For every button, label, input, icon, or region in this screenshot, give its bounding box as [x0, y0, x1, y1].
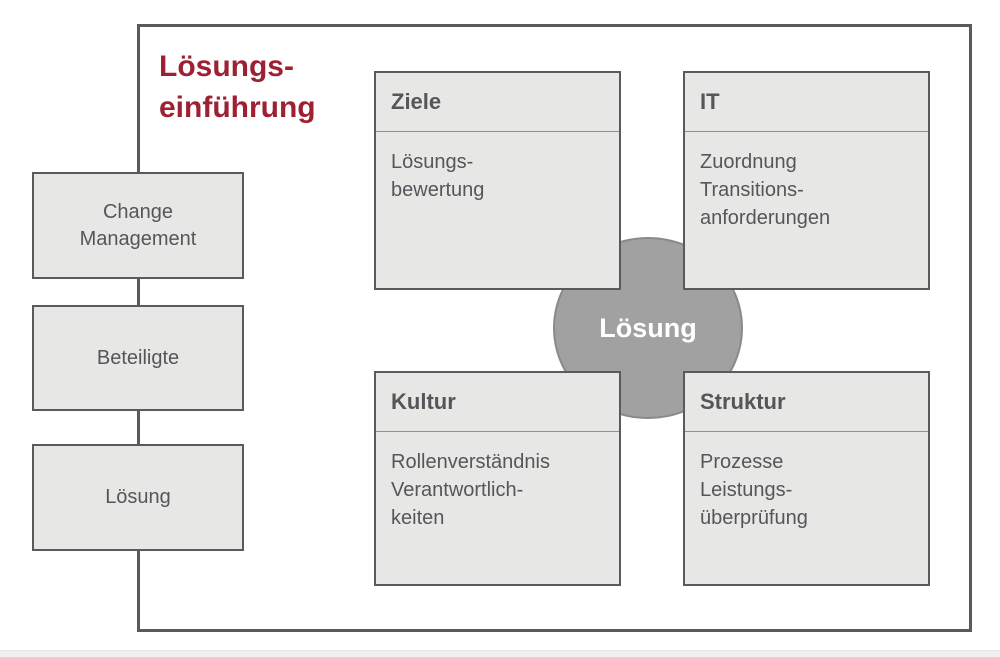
quadrant-ziele: Ziele Lösungs- bewertung — [374, 71, 621, 290]
quadrant-kultur-body: Rollenverständnis Verantwortlich- keiten — [391, 451, 550, 529]
diagram-title: Lösungs- einführung — [159, 50, 316, 124]
quadrant-ziele-body: Lösungs- bewertung — [391, 151, 485, 201]
left-box-beteiligte: Beteiligte — [32, 305, 244, 411]
center-circle-label: Lösung — [599, 312, 697, 343]
left-box-loesung: Lösung — [32, 444, 244, 551]
quadrant-it: IT Zuordnung Transitions- anforderungen — [683, 71, 930, 290]
footer-strip — [0, 650, 1000, 657]
quadrant-struktur-title: Struktur — [685, 373, 928, 432]
quadrant-it-title: IT — [685, 73, 928, 132]
quadrant-struktur: Struktur Prozesse Leistungs- überprüfung — [683, 371, 930, 586]
quadrant-ziele-title: Ziele — [376, 73, 619, 132]
quadrant-struktur-body: Prozesse Leistungs- überprüfung — [700, 451, 808, 529]
quadrant-kultur: Kultur Rollenverständnis Verantwortlich-… — [374, 371, 621, 586]
quadrant-kultur-title: Kultur — [376, 373, 619, 432]
quadrant-it-body: Zuordnung Transitions- anforderungen — [700, 151, 831, 229]
left-box-change-management: Change Management — [32, 172, 244, 279]
